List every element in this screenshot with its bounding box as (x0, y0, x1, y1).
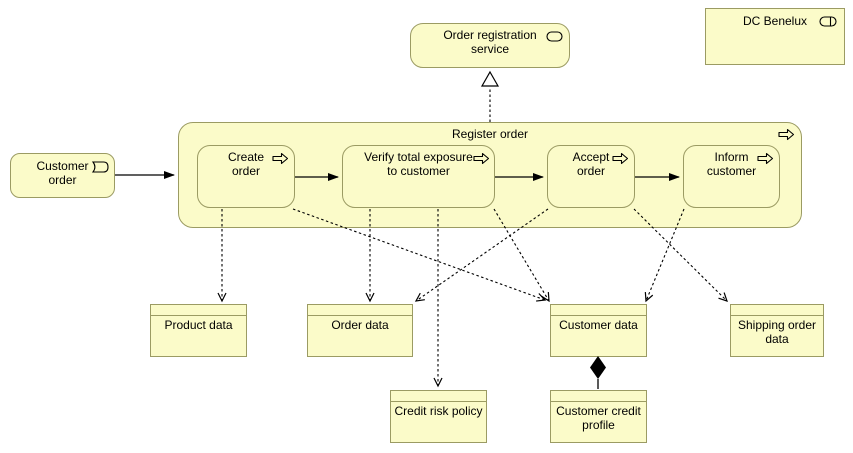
element-accept-order[interactable]: Accept order (547, 145, 635, 208)
register-order-label: Register order (451, 127, 529, 141)
credit-risk-policy-label: Credit risk policy (394, 404, 483, 418)
process-icon (757, 152, 774, 165)
customer-credit-profile-label: Customer credit profile (556, 404, 641, 432)
event-icon (91, 161, 110, 173)
data-object-strip (731, 305, 823, 316)
service-icon (546, 31, 563, 42)
element-verify-total-exposure[interactable]: Verify total exposure to customer (342, 145, 495, 208)
element-product-data[interactable]: Product data (150, 304, 247, 357)
inform-customer-label: Inform customer (706, 150, 757, 178)
order-registration-service-label: Order registration service (443, 28, 537, 56)
customer-data-label: Customer data (559, 318, 638, 332)
data-object-strip (391, 391, 486, 402)
data-object-strip (551, 305, 646, 316)
element-order-registration-service[interactable]: Order registration service (410, 23, 570, 68)
access-arrow-verify-to-customer-data[interactable] (493, 208, 550, 303)
process-icon (272, 152, 289, 165)
realization-triangle[interactable] (480, 70, 500, 87)
element-credit-risk-policy[interactable]: Credit risk policy (390, 390, 487, 443)
create-order-label: Create order (227, 150, 265, 178)
process-icon (778, 128, 795, 141)
data-object-strip (308, 305, 412, 316)
verify-total-exposure-label: Verify total exposure to customer (364, 150, 473, 178)
process-icon (473, 152, 490, 165)
element-order-data[interactable]: Order data (307, 304, 413, 357)
element-register-order[interactable]: Register order Create order Verify total… (178, 122, 802, 228)
data-object-strip (551, 391, 646, 402)
element-customer-data[interactable]: Customer data (550, 304, 647, 357)
element-customer-order[interactable]: Customer order (10, 153, 115, 198)
element-create-order[interactable]: Create order (197, 145, 295, 208)
order-data-label: Order data (331, 318, 389, 332)
access-arrow-accept-order-to-order-data[interactable] (414, 208, 549, 302)
product-data-label: Product data (164, 318, 233, 332)
accept-order-label: Accept order (572, 150, 610, 178)
access-arrow-create-order-to-customer-data[interactable] (292, 208, 547, 302)
element-inform-customer[interactable]: Inform customer (683, 145, 780, 208)
shipping-order-data-label: Shipping order data (737, 318, 817, 346)
data-object-strip (151, 305, 246, 316)
element-shipping-order-data[interactable]: Shipping order data (730, 304, 824, 357)
access-arrow-inform-customer-to-customer-data[interactable] (644, 208, 685, 303)
access-arrow-accept-order-to-shipping-order-data[interactable] (633, 208, 728, 302)
collaboration-icon (819, 16, 838, 27)
composition-diamond-customer-data[interactable] (590, 356, 606, 379)
dc-benelux-label: DC Benelux (742, 14, 808, 28)
element-customer-credit-profile[interactable]: Customer credit profile (550, 390, 647, 443)
customer-order-label: Customer order (36, 159, 89, 187)
element-dc-benelux[interactable]: DC Benelux (705, 8, 845, 65)
process-icon (612, 152, 629, 165)
